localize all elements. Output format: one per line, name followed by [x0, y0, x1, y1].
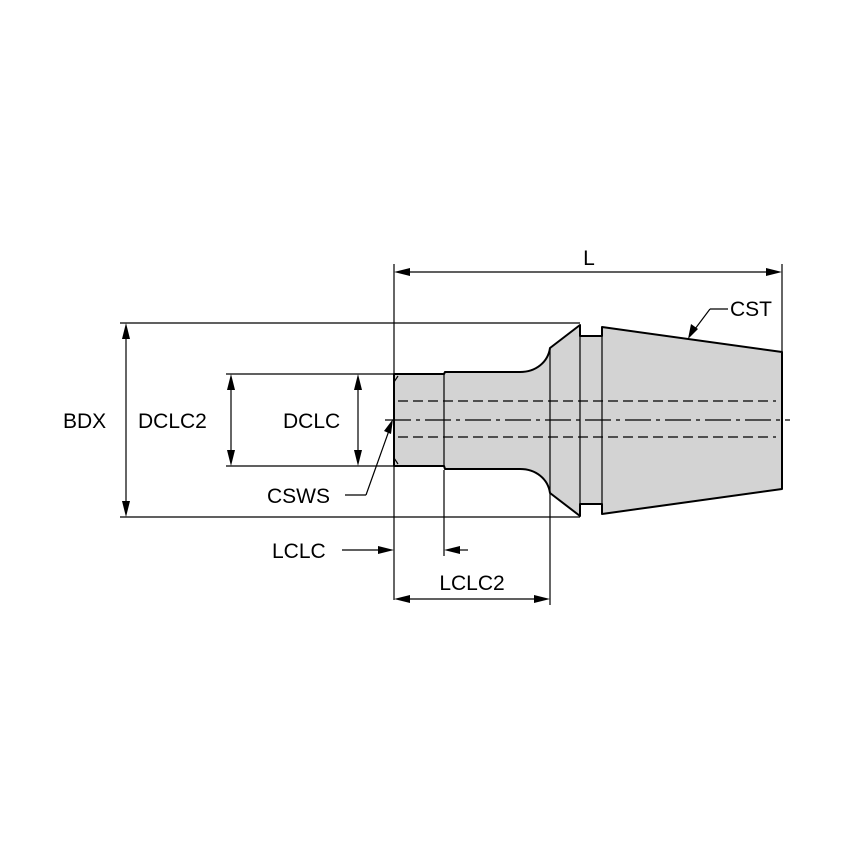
arrowhead	[688, 324, 698, 339]
label-CST: CST	[730, 298, 772, 321]
label-BDX: BDX	[63, 410, 106, 433]
arrowhead	[122, 501, 130, 517]
chamfer-top	[393, 375, 399, 383]
dimension-CSWS: CSWS	[267, 419, 393, 508]
dimension-CST: CST	[688, 298, 772, 339]
arrowhead	[378, 546, 394, 554]
dimension-LCLC2: LCLC2	[394, 493, 551, 605]
leader-line-CSWS	[365, 424, 392, 496]
dimension-DCLC: DCLC	[283, 374, 362, 466]
label-CSWS: CSWS	[267, 485, 330, 508]
arrowhead	[227, 374, 235, 390]
label-LCLC: LCLC	[272, 540, 326, 563]
arrowhead	[766, 268, 782, 276]
label-DCLC2: DCLC2	[138, 410, 207, 433]
label-DCLC: DCLC	[283, 410, 340, 433]
label-LCLC2: LCLC2	[439, 572, 504, 595]
label-L: L	[583, 247, 595, 270]
dimension-DCLC2: DCLC2	[138, 373, 394, 467]
arrowhead	[122, 323, 130, 339]
arrowhead	[444, 546, 460, 554]
arrowhead	[534, 595, 550, 603]
arrowhead	[354, 450, 362, 466]
chamfer-bottom	[393, 457, 399, 465]
arrowhead	[384, 419, 393, 434]
dimension-LCLC: LCLC	[272, 470, 468, 563]
arrowhead	[394, 268, 410, 276]
arrowhead	[227, 450, 235, 466]
dimension-L: L	[393, 247, 783, 600]
arrowhead	[354, 374, 362, 390]
arrowhead	[394, 595, 410, 603]
dimension-BDX: BDX	[63, 322, 580, 518]
